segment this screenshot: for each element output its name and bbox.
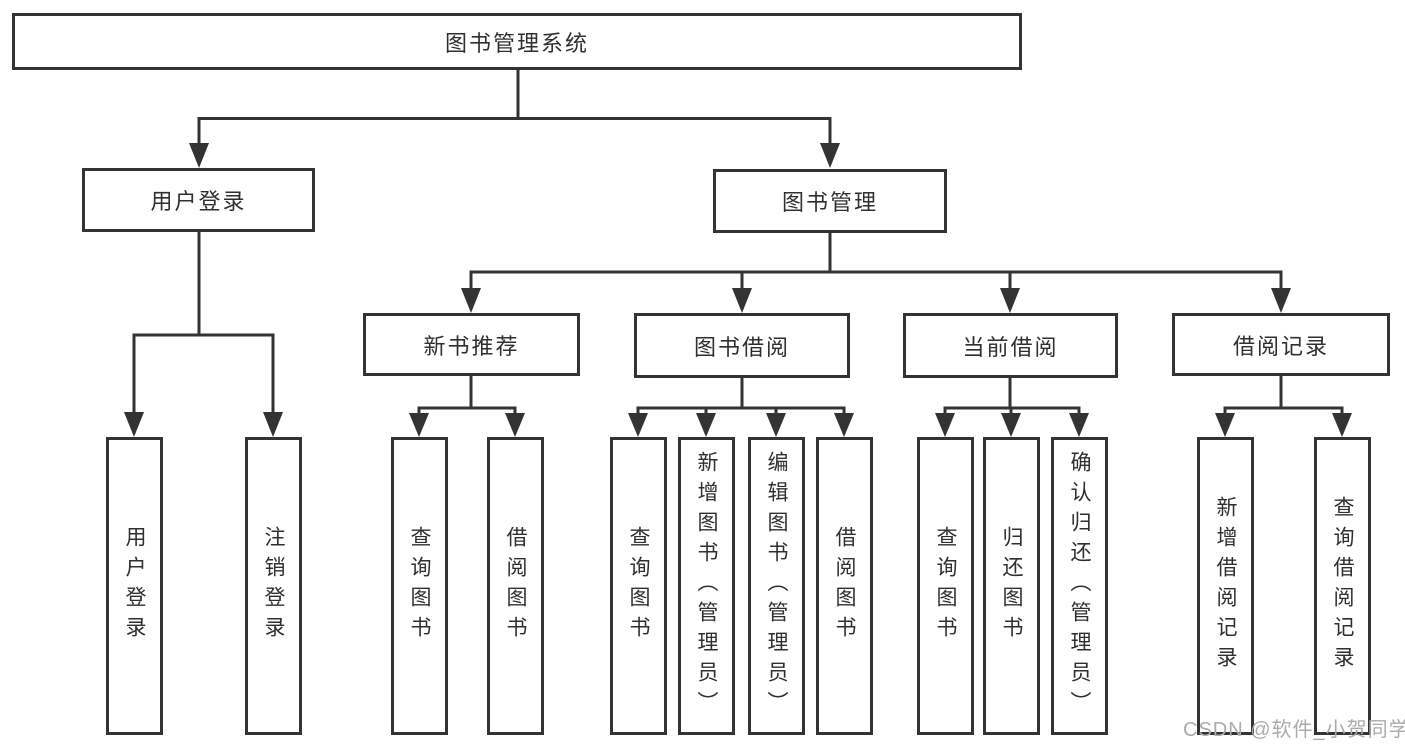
node-label: 借阅图书 [833,526,856,646]
connector [197,117,832,147]
node-label: 注销登录 [262,526,285,646]
connector [1223,406,1344,416]
node-current-borrowing: 当前借阅 [903,313,1118,378]
node-label: 新增图书（管理员） [695,451,718,721]
node-label: 查询图书 [934,526,957,646]
node-label: 确认归还（管理员） [1068,451,1091,721]
node-book-management: 图书管理 [713,169,947,233]
node-edit-books-admin: 编辑图书（管理员） [748,437,805,735]
node-label: 借阅图书 [504,526,527,646]
connector [469,270,1283,291]
connector [132,333,275,416]
connector [417,406,517,416]
node-label: 新增借阅记录 [1214,496,1237,676]
node-confirm-return-admin: 确认归还（管理员） [1051,437,1108,735]
node-label: 借阅记录 [1232,333,1329,359]
node-borrow-books-recommend: 借阅图书 [487,437,544,735]
node-new-book-recommendation: 新书推荐 [363,313,580,376]
node-query-books-current: 查询图书 [917,437,974,735]
node-label: 图书管理系统 [444,30,589,56]
node-book-borrowing: 图书借阅 [634,313,850,378]
connector [636,406,846,416]
arrowheads [124,143,1352,437]
node-label: 用户登录 [123,526,146,646]
node-add-borrow-record: 新增借阅记录 [1197,437,1254,735]
node-label: 用户登录 [150,189,247,214]
node-label: 编辑图书（管理员） [765,451,788,721]
node-add-books-admin: 新增图书（管理员） [678,437,735,735]
node-return-books: 归还图书 [983,437,1040,735]
node-query-borrow-record: 查询借阅记录 [1314,437,1371,735]
node-label: 查询图书 [408,526,431,646]
node-label: 查询借阅记录 [1331,496,1354,676]
node-query-books-recommend: 查询图书 [391,437,448,735]
node-library-management-system: 图书管理系统 [12,13,1022,70]
csdn-watermark: CSDN @软件_小贺同学 [1183,719,1405,741]
node-label: 图书管理 [781,190,878,215]
node-label: 新书推荐 [423,333,520,359]
node-query-books-borrow: 查询图书 [610,437,667,735]
node-label: 归还图书 [1000,526,1023,646]
node-label: 当前借阅 [962,334,1059,360]
connector [469,376,1283,408]
node-user-login-leaf: 用户登录 [106,437,163,735]
node-borrow-books-leaf: 借阅图书 [816,437,873,735]
node-logout-leaf: 注销登录 [245,437,302,735]
connector [740,272,1012,291]
node-label: 查询图书 [627,526,650,646]
node-borrowing-records: 借阅记录 [1172,313,1390,376]
node-label: 图书借阅 [693,334,790,360]
node-user-login: 用户登录 [82,168,315,232]
